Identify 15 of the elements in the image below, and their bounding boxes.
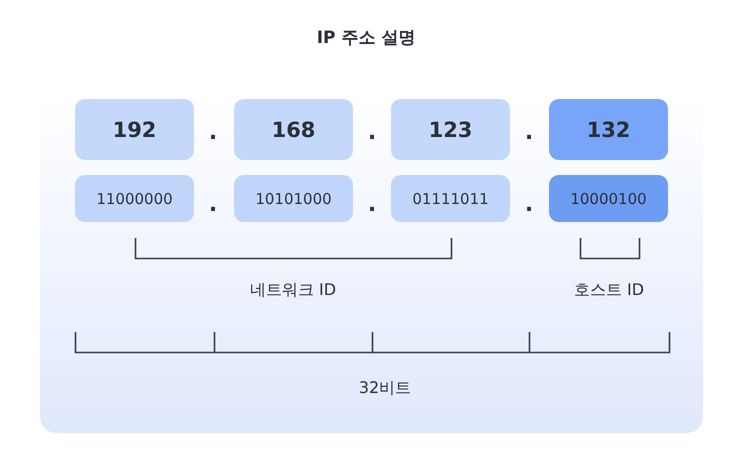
title: IP 주소 설명 bbox=[316, 27, 416, 49]
decimal-octet-box: 192 bbox=[75, 99, 194, 160]
binary-octet-box: 10101000 bbox=[234, 175, 353, 222]
decimal-octet-box: 168 bbox=[234, 99, 353, 160]
binary-octet-box: 10000100 bbox=[549, 175, 668, 222]
separator-dot: . bbox=[366, 121, 378, 145]
separator-dot: . bbox=[208, 121, 218, 145]
decimal-octet-box: 132 bbox=[549, 99, 668, 160]
binary-octet-box: 11000000 bbox=[75, 175, 194, 222]
bracket-label: 네트워크 ID bbox=[248, 279, 338, 301]
binary-octet-box: 01111011 bbox=[391, 175, 510, 222]
separator-dot: . bbox=[524, 121, 534, 145]
bracket-label: 호스트 ID bbox=[572, 279, 646, 301]
decimal-octet-box: 123 bbox=[391, 99, 510, 160]
bracket-label: 32비트 bbox=[358, 377, 412, 399]
